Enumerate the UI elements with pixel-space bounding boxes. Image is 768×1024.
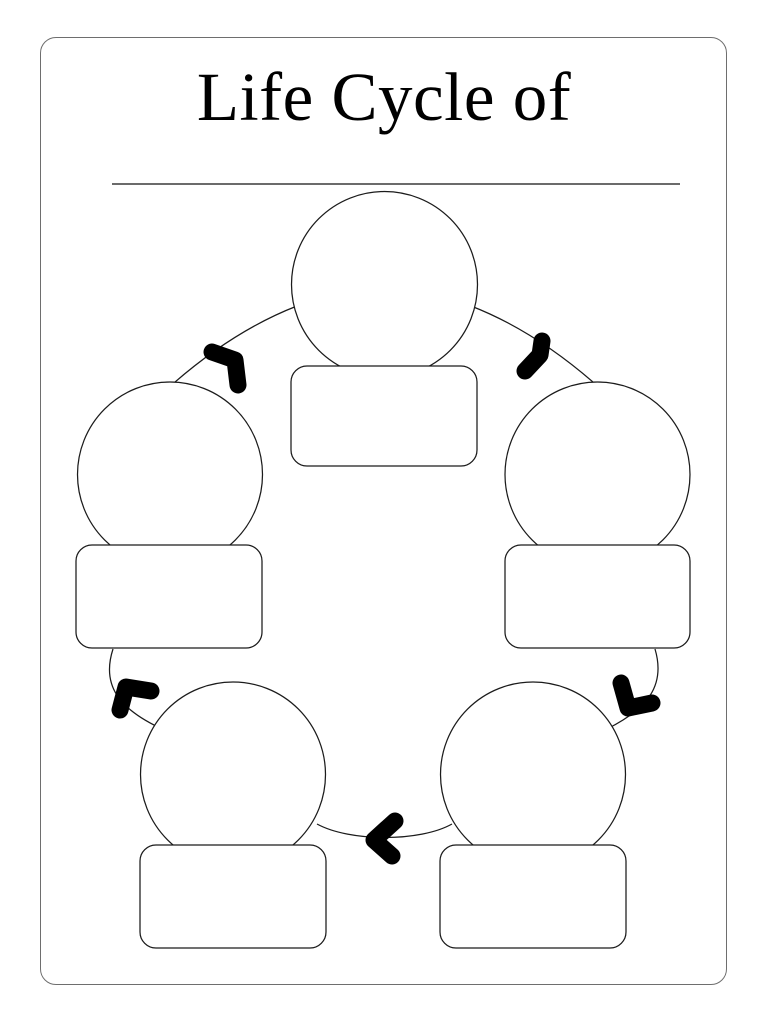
stage-circle-bottom-left[interactable]	[139, 681, 327, 868]
arrow-head-right-to-bottom-right-icon	[612, 674, 661, 717]
page-border	[40, 37, 727, 985]
stage-node-right	[504, 381, 691, 649]
stage-box-bottom-left[interactable]	[139, 844, 327, 949]
stage-circle-bottom-right[interactable]	[439, 681, 627, 868]
stage-box-bottom-right[interactable]	[439, 844, 627, 949]
stage-circle-top[interactable]	[290, 190, 479, 379]
arrow-head-bottom-left-to-left-icon	[111, 678, 160, 719]
stage-box-left[interactable]	[75, 544, 263, 649]
arrow-head-bottom-right-to-bottom-left-icon	[365, 812, 404, 865]
arrow-head-left-to-top-icon	[203, 343, 247, 394]
stage-box-top[interactable]	[290, 365, 478, 467]
page-title: Life Cycle of	[196, 59, 572, 135]
stage-circle-right[interactable]	[504, 381, 691, 568]
arrow-head-top-to-right-icon	[516, 332, 551, 380]
stage-circle-left[interactable]	[76, 381, 264, 568]
stage-node-bottom-left	[139, 681, 327, 949]
title-blank-line[interactable]	[112, 183, 680, 185]
stage-box-right[interactable]	[504, 544, 691, 649]
stage-node-bottom-right	[439, 681, 627, 949]
arrow-head-group	[111, 332, 661, 865]
stage-node-top	[290, 190, 479, 467]
stage-node-left	[75, 381, 264, 649]
